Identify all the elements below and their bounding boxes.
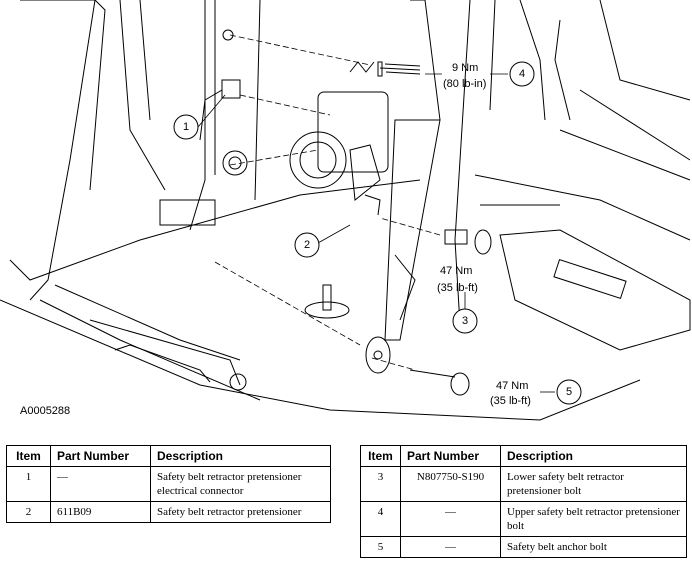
control-module bbox=[159, 199, 216, 226]
retractor-spool bbox=[289, 131, 347, 189]
figure-reference-code: A0005288 bbox=[20, 405, 70, 417]
table-row: 2 611B09 Safety belt retractor pretensio… bbox=[6, 501, 331, 523]
sill-panel bbox=[9, 179, 421, 281]
row-part-number: — bbox=[400, 536, 501, 558]
row-description: Safety belt retractor pretensioner bbox=[150, 501, 331, 523]
callout-3-torque-nm: 47 Nm bbox=[440, 265, 472, 277]
row-item: 5 bbox=[360, 536, 401, 558]
b-pillar-outline bbox=[20, 0, 96, 301]
seat-frame-left bbox=[454, 0, 471, 326]
header-description: Description bbox=[500, 445, 687, 467]
exploded-view-illustration: 1 2 47 Nm (35 lb-ft) 3 9 Nm (80 lb-in) 4… bbox=[0, 0, 691, 421]
row-part-number: — bbox=[400, 501, 501, 537]
electrical-connector bbox=[221, 79, 241, 99]
lower-bolt-shank bbox=[444, 229, 468, 245]
callout-5-number: 5 bbox=[566, 386, 572, 398]
callout-3-torque-imperial: (35 lb-ft) bbox=[437, 282, 478, 294]
pillar-inner-panel bbox=[189, 0, 206, 231]
table-row: 3 N807750-S190 Lower safety belt retract… bbox=[360, 466, 687, 502]
callout-1: 1 bbox=[173, 114, 199, 140]
row-item: 2 bbox=[6, 501, 51, 523]
header-part-number: Part Number bbox=[50, 445, 151, 467]
retractor-housing bbox=[317, 91, 389, 173]
callout-5: 47 Nm (35 lb-ft) 5 bbox=[490, 379, 582, 407]
callout-3-number: 3 bbox=[462, 315, 468, 327]
row-part-number: — bbox=[50, 466, 151, 502]
table-row: 5 — Safety belt anchor bolt bbox=[360, 536, 687, 558]
table-header-row: Item Part Number Description bbox=[6, 445, 331, 467]
header-description: Description bbox=[150, 445, 331, 467]
table-header-row: Item Part Number Description bbox=[360, 445, 687, 467]
seatbelt-webbing bbox=[384, 119, 441, 341]
upper-bolt-shank bbox=[379, 67, 421, 71]
callout-4-torque-imperial: (80 lb-in) bbox=[443, 78, 486, 90]
callout-5-torque-nm: 47 Nm bbox=[496, 380, 528, 392]
row-item: 1 bbox=[6, 466, 51, 502]
b-pillar-edge bbox=[89, 0, 106, 191]
callout-2: 2 bbox=[294, 232, 320, 258]
header-part-number: Part Number bbox=[400, 445, 501, 467]
floor-stud bbox=[322, 284, 332, 311]
row-item: 3 bbox=[360, 466, 401, 502]
table-row: 4 — Upper safety belt retractor pretensi… bbox=[360, 501, 687, 537]
anchor-plate bbox=[365, 336, 391, 374]
row-description: Safety belt retractor pretensioner elect… bbox=[150, 466, 331, 502]
callout-4-torque-nm: 9 Nm bbox=[452, 62, 478, 74]
row-item: 4 bbox=[360, 501, 401, 537]
row-description: Lower safety belt retractor pretensioner… bbox=[500, 466, 687, 502]
center-console bbox=[499, 229, 691, 351]
parts-table-right: Item Part Number Description 3 N807750-S… bbox=[360, 445, 687, 558]
row-description: Upper safety belt retractor pretensioner… bbox=[500, 501, 687, 537]
callout-4: 9 Nm (80 lb-in) 4 bbox=[443, 61, 535, 90]
callout-3: 47 Nm (35 lb-ft) 3 bbox=[437, 265, 478, 334]
table-row: 1 — Safety belt retractor pretensioner e… bbox=[6, 466, 331, 502]
header-item: Item bbox=[360, 445, 401, 467]
row-part-number: N807750-S190 bbox=[400, 466, 501, 502]
row-description: Safety belt anchor bolt bbox=[500, 536, 687, 558]
header-item: Item bbox=[6, 445, 51, 467]
anchor-bolt-shank bbox=[409, 369, 456, 378]
pillar-trim-line bbox=[119, 0, 166, 191]
callout-1-number: 1 bbox=[183, 121, 189, 133]
parts-table-left: Item Part Number Description 1 — Safety … bbox=[6, 445, 331, 523]
callout-4-number: 4 bbox=[519, 68, 525, 80]
callout-2-number: 2 bbox=[304, 239, 310, 251]
callout-5-torque-imperial: (35 lb-ft) bbox=[490, 395, 531, 407]
row-part-number: 611B09 bbox=[50, 501, 151, 523]
